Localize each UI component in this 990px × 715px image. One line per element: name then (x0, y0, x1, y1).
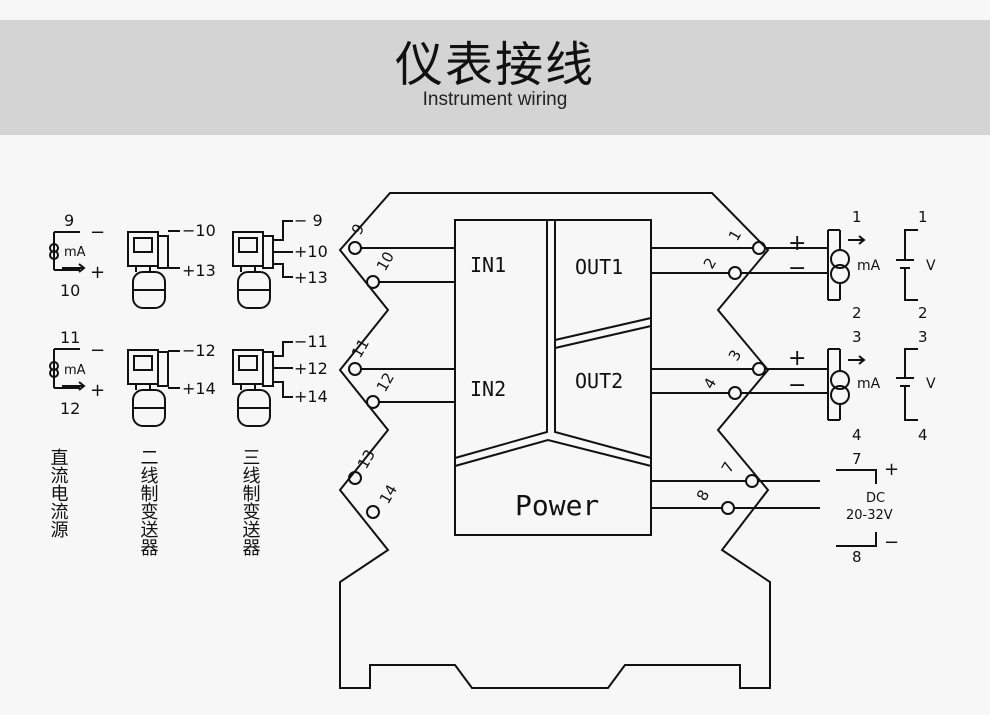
out1-v-load-icon (896, 229, 918, 301)
out2-minus: − (788, 373, 806, 398)
out1-ma-unit: mA (857, 258, 881, 274)
out2-plus: + (788, 346, 806, 371)
three-wire-transmitter-1-icon (232, 220, 293, 309)
caption-dc-source: 直流电流源 (48, 448, 69, 539)
thw-a1: − 9 (294, 211, 323, 230)
power-minus: − (884, 532, 899, 553)
terminal-10 (366, 275, 380, 289)
dc-t10: 10 (60, 281, 80, 300)
dc-t12: 12 (60, 399, 80, 418)
caption-three-wire: 三线制变送器 (240, 448, 261, 556)
divider-in-out-2 (554, 220, 652, 459)
dc-plus-1: + (90, 262, 105, 283)
power-range: 20-32V (846, 508, 893, 523)
out1-v-bot: 2 (918, 304, 928, 322)
thw-a2: +10 (294, 242, 328, 261)
caption-two-wire: 二线制变送器 (138, 448, 159, 556)
power-t8: 8 (852, 548, 862, 566)
thw-a3: +13 (294, 268, 328, 287)
out1-v-unit: V (926, 258, 936, 274)
dc-minus-1: − (90, 222, 105, 243)
out2-v-load-icon (896, 348, 918, 421)
page-title: 仪表接线 (394, 37, 595, 93)
terminal-12 (366, 395, 380, 409)
divider-power (454, 438, 652, 467)
module-inner-box (454, 219, 652, 536)
terminal-7 (745, 474, 759, 488)
terminal-9 (348, 241, 362, 255)
power-t7: 7 (852, 450, 862, 468)
out1-v-top: 1 (918, 208, 928, 226)
dc-ma-1: mA (64, 245, 86, 260)
out1-ma-top: 1 (852, 208, 862, 226)
out2-ma-top: 3 (852, 328, 862, 346)
out1-minus: − (788, 256, 806, 281)
terminal-14 (366, 505, 380, 519)
tw-t14: +14 (182, 379, 216, 398)
out2-v-unit: V (926, 376, 936, 392)
divider-out-double (554, 325, 652, 349)
block-label-in2: IN2 (470, 377, 506, 401)
three-wire-transmitter-2-icon (232, 341, 293, 427)
block-label-out1: OUT1 (575, 255, 623, 279)
tw-t13: +13 (182, 261, 216, 280)
terminal-label-12: 12 (373, 369, 398, 395)
two-wire-transmitter-1-icon (127, 230, 180, 309)
terminal-label-1: 1 (725, 227, 745, 244)
thw-b2: +12 (294, 359, 328, 378)
header-banner (0, 20, 990, 135)
dc-t9: 9 (64, 211, 74, 230)
terminal-label-11: 11 (348, 335, 373, 361)
terminal-2 (728, 266, 742, 280)
dc-minus-2: − (90, 340, 105, 361)
tw-t10: −10 (182, 221, 216, 240)
divider-in-out (454, 220, 548, 459)
out2-ma-unit: mA (857, 376, 881, 392)
out2-v-top: 3 (918, 328, 928, 346)
block-label-out2: OUT2 (575, 369, 623, 393)
out2-v-bot: 4 (918, 426, 928, 444)
out1-ma-load-icon (827, 229, 841, 301)
power-supply-icon (836, 469, 877, 547)
terminal-4 (728, 386, 742, 400)
terminal-label-9: 9 (348, 221, 368, 238)
tw-t12: −12 (182, 341, 216, 360)
terminal-13 (348, 471, 362, 485)
block-label-in1: IN1 (470, 253, 506, 277)
dc-plus-2: + (90, 380, 105, 401)
terminal-label-8: 8 (693, 487, 713, 504)
terminal-label-14: 14 (376, 481, 401, 507)
out1-ma-bot: 2 (852, 304, 862, 322)
block-label-power: Power (515, 489, 599, 522)
thw-b3: +14 (294, 387, 328, 406)
page-subtitle: Instrument wiring (422, 89, 568, 110)
out1-plus: + (788, 231, 806, 256)
terminal-1 (752, 241, 766, 255)
power-plus: + (884, 459, 899, 480)
terminal-label-3: 3 (725, 347, 745, 364)
two-wire-transmitter-2-icon (127, 349, 180, 427)
terminal-3 (752, 362, 766, 376)
power-dc: DC (866, 491, 885, 506)
terminal-11 (348, 362, 362, 376)
dc-t11: 11 (60, 328, 80, 347)
terminal-label-2: 2 (700, 255, 720, 272)
divider-out1-out2 (554, 317, 652, 341)
terminal-label-4: 4 (700, 375, 720, 392)
out2-ma-load-icon (827, 348, 841, 421)
out2-ma-bot: 4 (852, 426, 862, 444)
terminal-8 (721, 501, 735, 515)
dc-ma-2: mA (64, 363, 86, 378)
terminal-label-10: 10 (373, 248, 398, 274)
terminal-label-7: 7 (718, 459, 738, 476)
module-housing (338, 192, 771, 689)
thw-b1: −11 (294, 332, 328, 351)
